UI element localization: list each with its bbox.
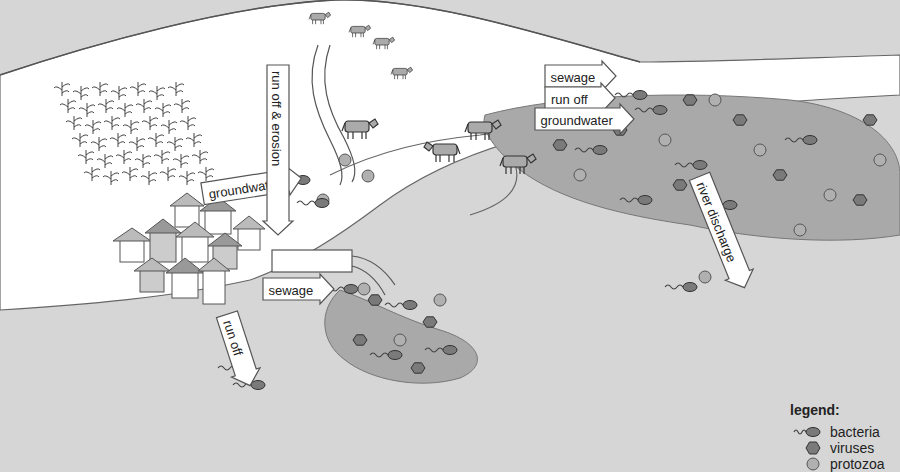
cow	[500, 154, 536, 174]
cow	[309, 12, 331, 24]
protozoon	[659, 134, 671, 146]
bacterium	[370, 351, 402, 360]
virus	[863, 115, 877, 125]
arrow-outline	[212, 310, 264, 391]
cow	[391, 67, 413, 79]
crops	[54, 82, 214, 185]
arrow-label: groundwater	[541, 113, 613, 129]
legend-label: viruses	[830, 440, 874, 456]
protozoon	[358, 283, 370, 295]
protozoon	[794, 224, 806, 236]
cow	[465, 120, 501, 140]
river-bank	[325, 45, 355, 182]
river-bank	[312, 45, 342, 185]
protozoon	[699, 271, 711, 283]
protozoon	[574, 169, 586, 181]
protozoon	[339, 154, 351, 166]
legend-symbol	[790, 439, 824, 457]
arrow-box: run off	[545, 87, 615, 109]
legend-heading: legend:	[790, 402, 840, 418]
virus	[683, 95, 697, 105]
arrow-outline	[535, 104, 634, 134]
outflow	[352, 256, 395, 295]
protozoon	[362, 170, 374, 182]
virus	[773, 170, 787, 180]
hill-outline	[0, 0, 640, 75]
cow	[349, 25, 371, 37]
protozoon	[754, 144, 766, 156]
legend-label: bacteria	[830, 424, 880, 440]
contamination-plume	[484, 95, 900, 240]
cow	[424, 142, 460, 162]
arrow-box: sewage	[263, 278, 334, 300]
cow	[342, 119, 378, 139]
legend-label: protozoa	[830, 456, 884, 472]
arrow-label: run off & erosion	[268, 71, 284, 166]
virus	[411, 363, 425, 373]
arrow-outline	[263, 274, 334, 304]
virus	[553, 140, 567, 150]
land	[0, 0, 900, 310]
cow	[373, 37, 395, 49]
arrow-label: run off	[551, 92, 588, 108]
legend-symbol	[790, 455, 824, 472]
houses	[113, 193, 265, 304]
arrow-box: run off & erosion	[267, 65, 289, 235]
virus	[368, 295, 382, 305]
arrow-label: sewage	[269, 283, 314, 299]
virus	[423, 317, 437, 327]
bacterium	[635, 106, 667, 115]
contamination-plume	[325, 290, 478, 383]
arrow-outline	[263, 65, 293, 235]
protozoon	[874, 154, 886, 166]
bacterium	[785, 136, 817, 145]
virus	[853, 195, 867, 205]
virus	[733, 115, 747, 125]
bacterium	[620, 196, 652, 205]
bacterium	[615, 91, 647, 100]
protozoon	[394, 334, 406, 346]
virus	[353, 335, 367, 345]
virus	[673, 180, 687, 190]
bacterium	[425, 346, 457, 355]
legend-symbol	[790, 423, 824, 441]
arrow-box: groundwater	[535, 108, 634, 130]
protozoon	[824, 189, 836, 201]
bacterium	[297, 199, 329, 208]
protozoon	[434, 294, 446, 306]
arrow-outline	[686, 171, 759, 294]
arrow-box: sewage	[545, 65, 616, 87]
bacterium	[575, 146, 607, 155]
sewage-pipe	[272, 250, 352, 272]
bacterium	[665, 283, 697, 292]
bacterium	[675, 161, 707, 170]
arrow-label: sewage	[551, 70, 596, 86]
protozoon	[709, 94, 721, 106]
bacterium	[385, 301, 417, 310]
